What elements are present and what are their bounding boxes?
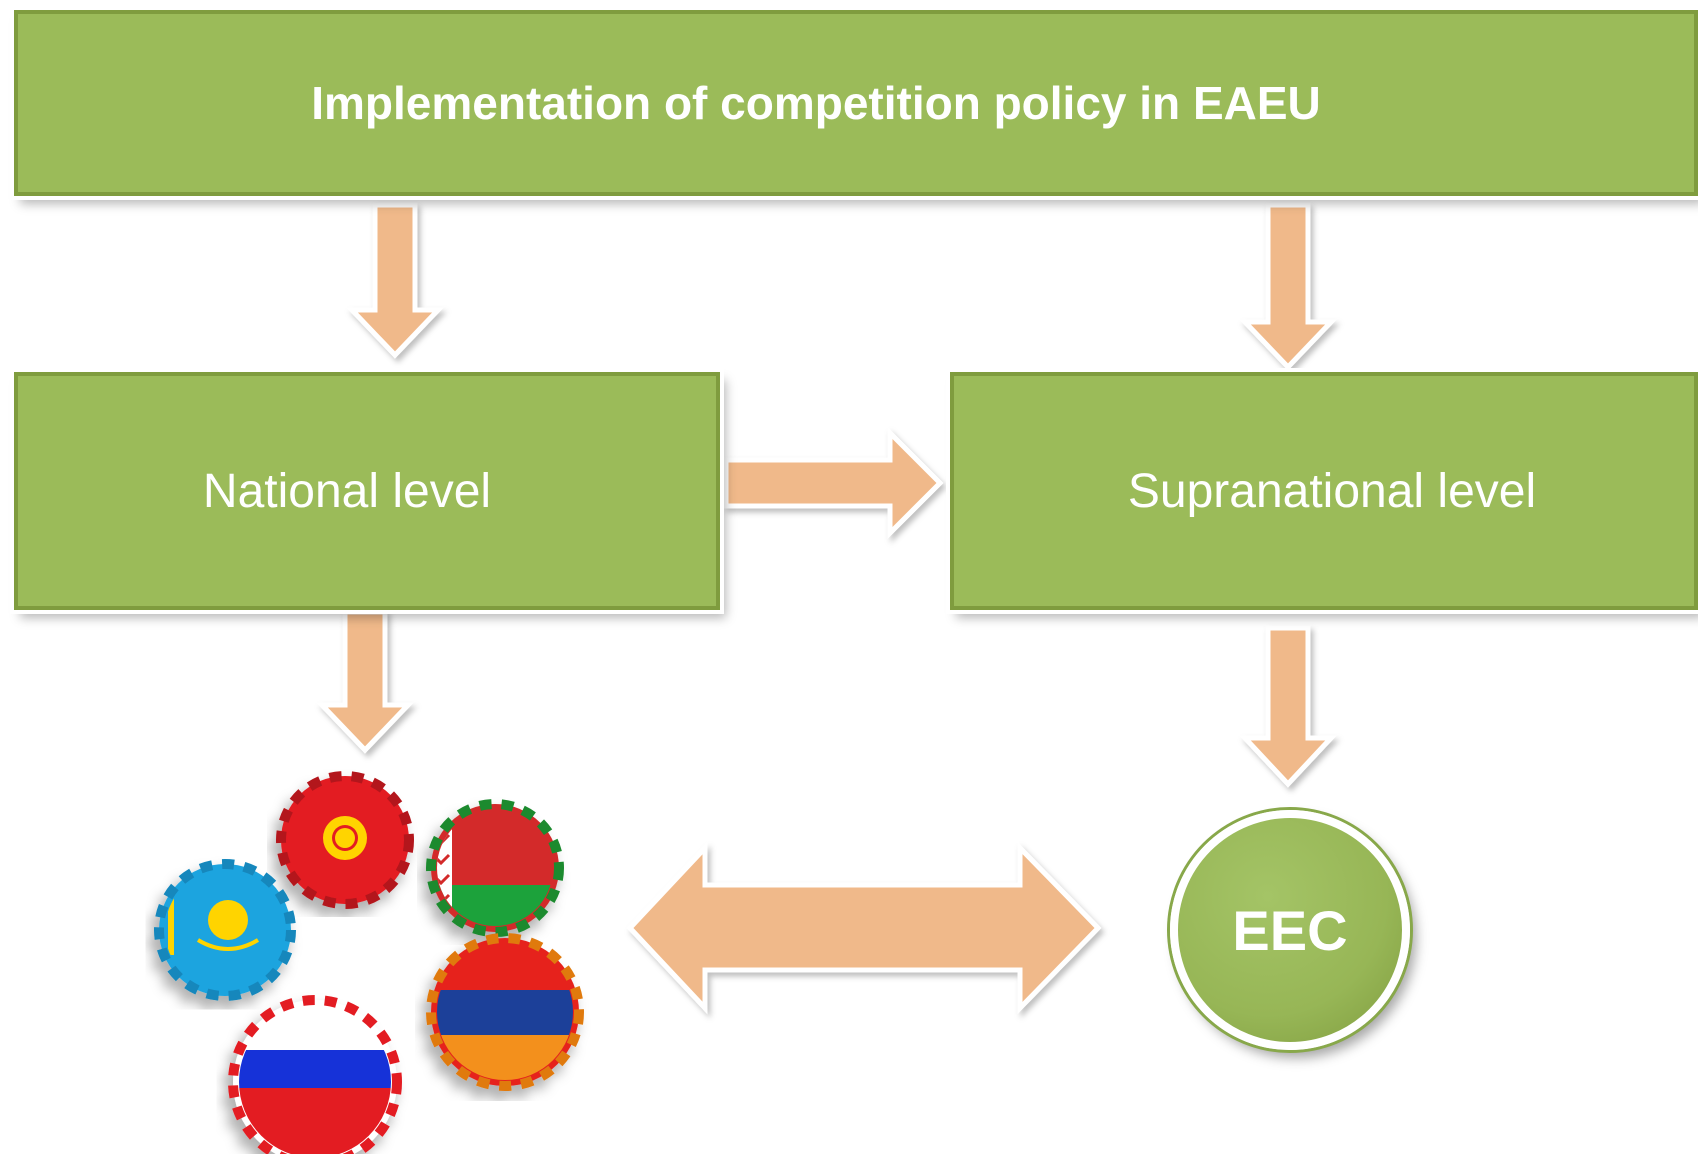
supranational-level-label: Supranational level [1127,464,1537,518]
national-level-label: National level [202,464,492,518]
gear-kyrgyzstan [276,771,414,909]
arrow-gears-eec-bidirectional [626,841,1102,1015]
gear-belarus [426,799,564,937]
member-states-gears-image [154,771,584,1154]
arrow-top-to-supranational [1239,202,1337,371]
arrow-national-to-supranational [723,426,944,540]
eec-circle: EEC [1170,810,1410,1050]
supranational-level-box: Supranational level [946,368,1698,614]
national-level-box: National level [10,368,724,614]
eec-label: EEC [1232,898,1348,962]
gear-russia [228,995,402,1154]
policy-implementation-label: Implementation of competition policy in … [311,77,1321,129]
policy-implementation-box: Implementation of competition policy in … [10,6,1698,200]
arrow-national-to-gears [316,609,414,754]
gear-armenia [426,933,584,1091]
arrow-supranational-to-eec [1239,625,1337,788]
gear-kazakhstan [154,859,296,1001]
arrow-top-to-national [346,202,444,359]
